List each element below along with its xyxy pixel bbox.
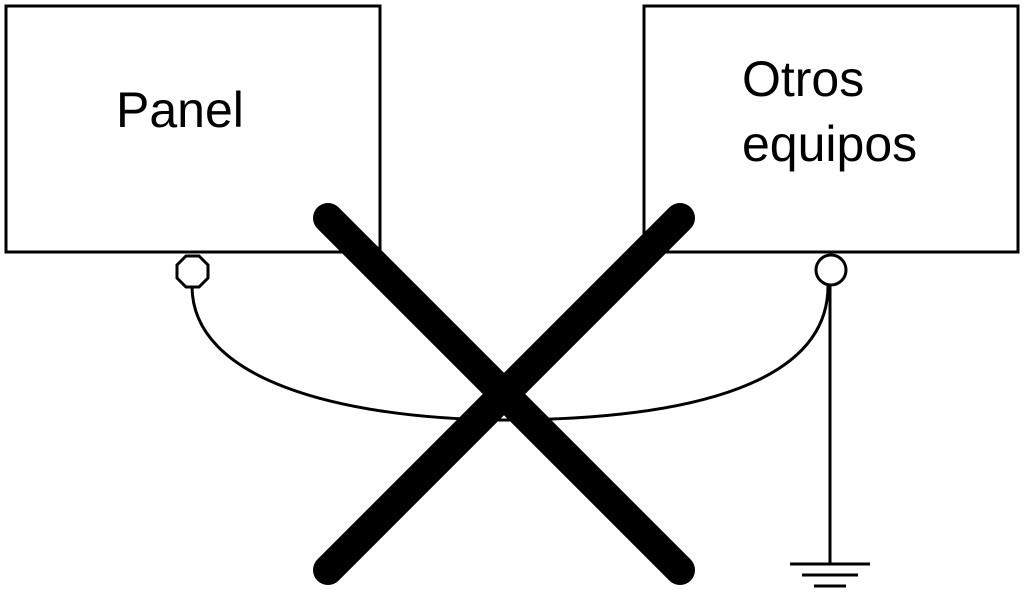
other-equipment-label-line1: Otros: [742, 51, 864, 107]
panel-box: Panel: [4, 4, 382, 254]
ground-symbol-icon: [790, 562, 870, 588]
other-equipment-label-line2: equipos: [742, 116, 917, 172]
panel-terminal-icon: [175, 254, 210, 289]
equipment-terminal-icon: [814, 253, 848, 287]
connecting-wire: [190, 285, 830, 422]
cross-x-icon: [313, 203, 695, 585]
other-equipment-box: Otros equipos: [642, 4, 1020, 254]
other-equipment-box-outline: [642, 4, 1020, 254]
panel-label: Panel: [116, 82, 244, 138]
